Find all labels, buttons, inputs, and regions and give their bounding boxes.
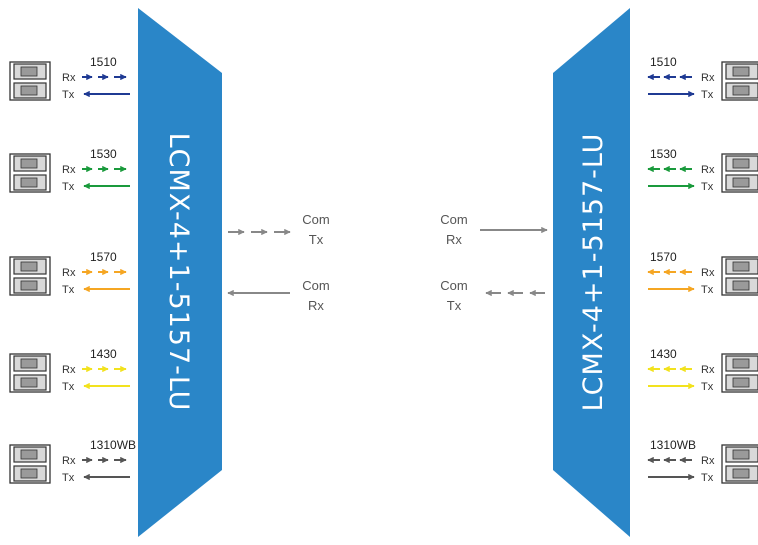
right-channel-4-connector-ferrule-1 xyxy=(732,358,750,369)
left-mux-module xyxy=(138,8,222,537)
left-channel-4-connector-ferrule-1 xyxy=(20,358,38,369)
left-com-tx: Com Tx xyxy=(228,212,330,247)
right-channel-1-tx-label: Tx xyxy=(701,89,714,101)
left-channel-4-rx-label: Rx xyxy=(62,364,76,376)
right-channel-3-connector-ferrule-2 xyxy=(732,280,750,291)
left-channel-5-connector-ferrule-2 xyxy=(20,468,38,479)
right-channel-3-connector xyxy=(721,256,758,296)
right-com-tx: Com Tx xyxy=(440,278,545,313)
right-channel-3-wavelength: 1570 xyxy=(650,250,677,264)
right-channel-4-connector xyxy=(721,353,758,393)
left-channel-2-connector xyxy=(9,153,51,193)
left-com-tx-label-2: Tx xyxy=(309,232,324,247)
left-channel-3-wavelength: 1570 xyxy=(90,250,117,264)
left-channel-1-rx-label: Rx xyxy=(62,72,76,84)
left-channel-1-connector-ferrule-2 xyxy=(20,85,38,96)
left-channel-3-tx-label: Tx xyxy=(62,284,75,296)
right-channel-5-connector-ferrule-1 xyxy=(732,449,750,460)
right-channel-3-tx-label: Tx xyxy=(701,284,714,296)
left-channel-4-tx-label: Tx xyxy=(62,381,75,393)
right-channel-3-rx-label: Rx xyxy=(701,267,715,279)
right-channel-1-wavelength: 1510 xyxy=(650,55,677,69)
right-channel-2-tx-label: Tx xyxy=(701,181,714,193)
right-channel-3-connector-ferrule-1 xyxy=(732,261,750,272)
right-channel-5-tx-label: Tx xyxy=(701,472,714,484)
left-com-tx-label-1: Com xyxy=(302,212,329,227)
left-channel-2-connector-ferrule-1 xyxy=(20,158,38,169)
right-channel-2-connector xyxy=(721,153,758,193)
left-channel-3-connector-ferrule-2 xyxy=(20,280,38,291)
right-channel-2-rx-label: Rx xyxy=(701,164,715,176)
right-com-rx: Com Rx xyxy=(440,212,548,247)
left-channel-5-connector xyxy=(9,444,51,484)
left-channel-5-connector-ferrule-1 xyxy=(20,449,38,460)
right-channel-4-connector-ferrule-2 xyxy=(732,377,750,388)
right-channel-2-wavelength: 1530 xyxy=(650,147,677,161)
right-channel-group: 1510RxTx1530RxTx1570RxTx1430RxTx1310WBRx… xyxy=(647,55,758,484)
left-channel-2-wavelength: 1530 xyxy=(90,147,117,161)
right-channel-5-connector xyxy=(721,444,758,484)
right-channel-4-wavelength: 1430 xyxy=(650,347,677,361)
left-com-rx-label-2: Rx xyxy=(308,298,324,313)
left-channel-5-tx-label: Tx xyxy=(62,472,75,484)
right-com-tx-label-1: Com xyxy=(440,278,467,293)
left-channel-3-connector xyxy=(9,256,51,296)
left-channel-5-rx-label: Rx xyxy=(62,455,76,467)
right-channel-1-connector xyxy=(721,61,758,101)
left-channel-group: 1510RxTx1530RxTx1570RxTx1430RxTx1310WBRx… xyxy=(9,55,136,484)
right-com-rx-label-1: Com xyxy=(440,212,467,227)
right-channel-2-connector-ferrule-1 xyxy=(732,158,750,169)
left-channel-3-rx-label: Rx xyxy=(62,267,76,279)
right-mux-module xyxy=(553,8,630,537)
left-channel-2-tx-label: Tx xyxy=(62,181,75,193)
right-com-tx-label-2: Tx xyxy=(447,298,462,313)
left-channel-1-wavelength: 1510 xyxy=(90,55,117,69)
right-channel-5-wavelength: 1310WB xyxy=(650,438,696,452)
left-channel-5-wavelength: 1310WB xyxy=(90,438,136,452)
right-module-label: LCMX-4+1-5157-LU xyxy=(578,133,609,412)
left-com-rx: Com Rx xyxy=(227,278,330,313)
right-channel-5-connector-ferrule-2 xyxy=(732,468,750,479)
left-channel-2-rx-label: Rx xyxy=(62,164,76,176)
right-com-rx-label-2: Rx xyxy=(446,232,462,247)
left-channel-4-connector xyxy=(9,353,51,393)
right-channel-4-tx-label: Tx xyxy=(701,381,714,393)
left-module-label: LCMX-4+1-5157-LU xyxy=(163,133,194,412)
left-channel-1-connector xyxy=(9,61,51,101)
left-channel-4-wavelength: 1430 xyxy=(90,347,117,361)
right-channel-5-rx-label: Rx xyxy=(701,455,715,467)
left-channel-3-connector-ferrule-1 xyxy=(20,261,38,272)
left-channel-4-connector-ferrule-2 xyxy=(20,377,38,388)
right-channel-2-connector-ferrule-2 xyxy=(732,177,750,188)
left-channel-1-connector-ferrule-1 xyxy=(20,66,38,77)
right-channel-1-connector-ferrule-2 xyxy=(732,85,750,96)
left-channel-2-connector-ferrule-2 xyxy=(20,177,38,188)
right-channel-1-connector-ferrule-1 xyxy=(732,66,750,77)
left-channel-1-tx-label: Tx xyxy=(62,89,75,101)
right-channel-1-rx-label: Rx xyxy=(701,72,715,84)
left-com-rx-label-1: Com xyxy=(302,278,329,293)
right-channel-4-rx-label: Rx xyxy=(701,364,715,376)
